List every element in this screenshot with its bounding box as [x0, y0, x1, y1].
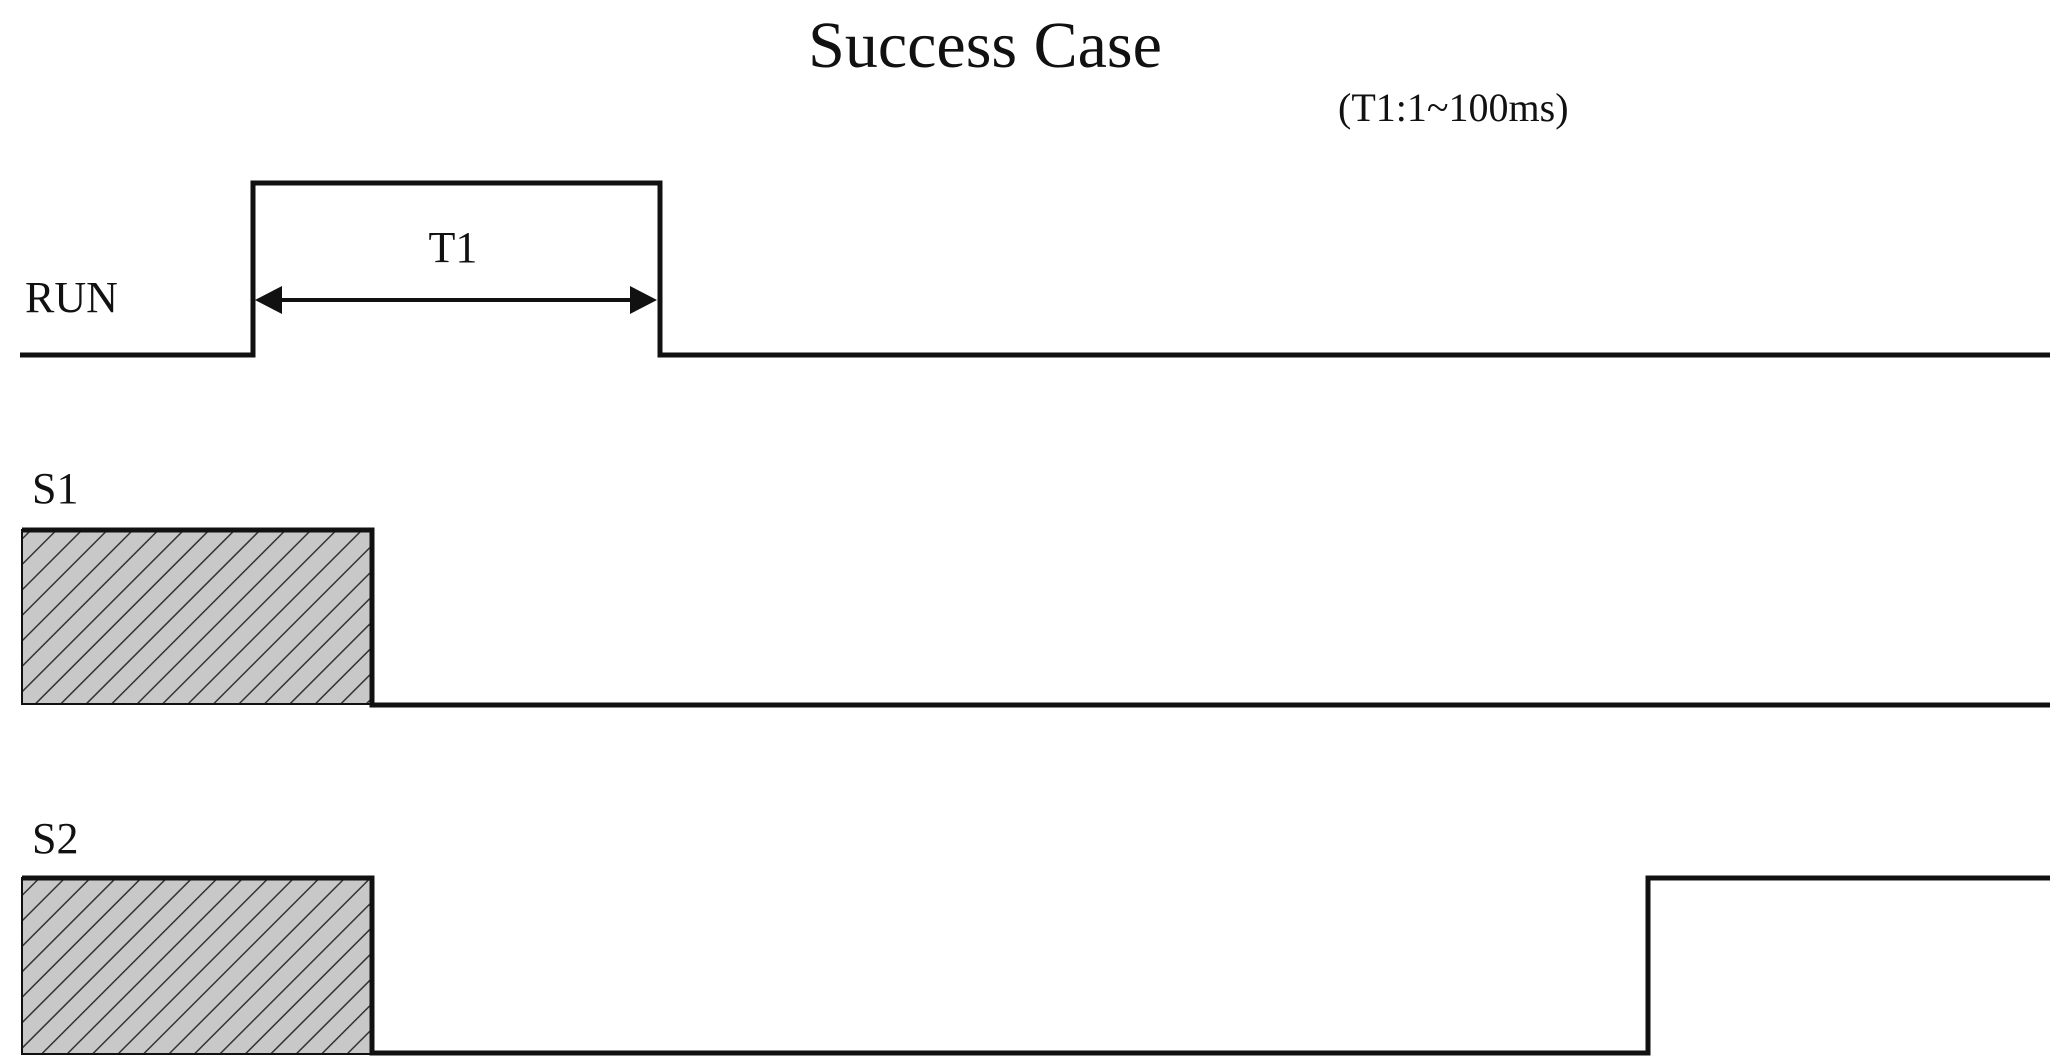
signal-label-s2: S2	[32, 814, 78, 863]
s1-undefined-state	[21, 529, 373, 705]
s2-waveform	[22, 875, 2050, 1056]
s2-undefined-state	[21, 877, 373, 1055]
diagram-title: Success Case	[808, 9, 1162, 82]
signal-label-run: RUN	[25, 273, 118, 322]
t1-left-arrowhead	[255, 286, 282, 314]
timing-note: (T1:1~100ms)	[1338, 85, 1569, 130]
t1-right-arrowhead	[630, 286, 657, 314]
signal-label-s1: S1	[32, 464, 78, 513]
t1-dimension-label: T1	[429, 223, 478, 272]
run-waveform	[20, 180, 2050, 358]
s1-waveform	[22, 527, 2050, 708]
